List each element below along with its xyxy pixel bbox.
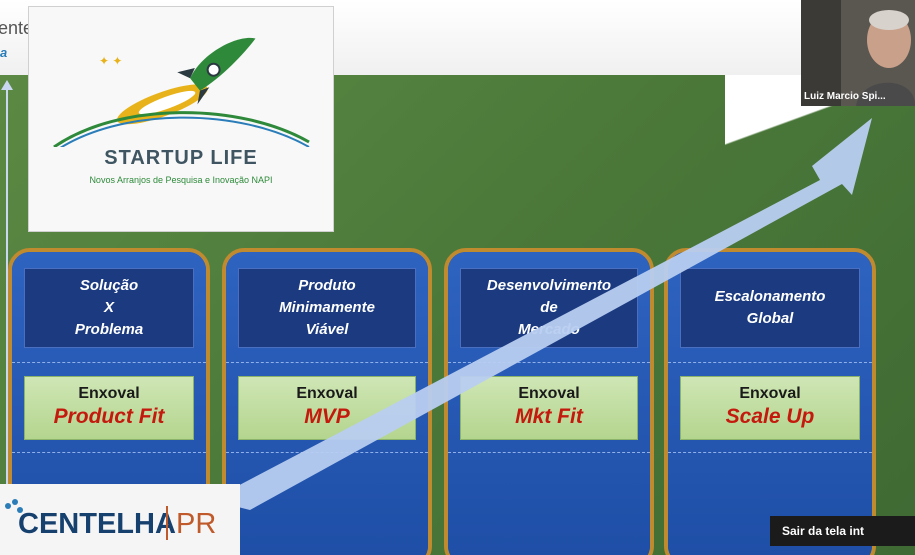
vertical-axis	[6, 86, 8, 555]
participant-avatar	[801, 0, 915, 106]
exit-fullscreen-button[interactable]: Sair da tela int	[770, 516, 915, 546]
stage-box-value: Scale Up	[725, 405, 815, 428]
stage-column-4: Escalonamento Global Enxoval Scale Up	[664, 248, 876, 555]
spark-icon	[5, 499, 23, 513]
participant-video[interactable]: Luiz Marcio Spi...	[801, 0, 915, 106]
centelha-name: CENTELHA	[18, 508, 176, 540]
logo-name: STARTUP LIFE	[104, 147, 258, 169]
logo-divider	[166, 506, 168, 540]
stage-box-value: Product Fit	[53, 405, 165, 428]
stage-box-label: Enxoval	[78, 385, 140, 402]
startup-life-logo: ✦ ✦ STARTUP LIFE Novos Arranjos de Pesqu…	[28, 6, 334, 232]
stage-box-label: Enxoval	[739, 385, 801, 402]
stage-title: Produto Minimamente Viável	[238, 268, 416, 348]
centelha-region: PR	[176, 508, 217, 540]
logo-tagline: Novos Arranjos de Pesquisa e Inovação NA…	[89, 175, 273, 185]
stage-box-label: Enxoval	[518, 385, 580, 402]
axis-arrow-icon	[1, 80, 13, 90]
participant-name: Luiz Marcio Spi...	[804, 91, 886, 102]
svg-text:✦ ✦: ✦ ✦	[99, 54, 122, 68]
stage-box: Enxoval Product Fit	[24, 376, 194, 440]
centelha-logo: CENTELHA PR	[0, 484, 240, 555]
stage-box-label: Enxoval	[296, 385, 358, 402]
stage-column-2: Produto Minimamente Viável Enxoval MVP	[222, 248, 432, 555]
stage-title: Escalonamento Global	[680, 268, 860, 348]
stage-box: Enxoval Mkt Fit	[460, 376, 638, 440]
stage-box: Enxoval Scale Up	[680, 376, 860, 440]
stage-box-value: MVP	[304, 405, 350, 428]
stage-box-value: Mkt Fit	[515, 405, 583, 428]
rocket-icon: ✦ ✦	[53, 37, 310, 153]
stage-title: Solução X Problema	[24, 268, 194, 348]
slide-subtitle: a	[0, 45, 8, 60]
